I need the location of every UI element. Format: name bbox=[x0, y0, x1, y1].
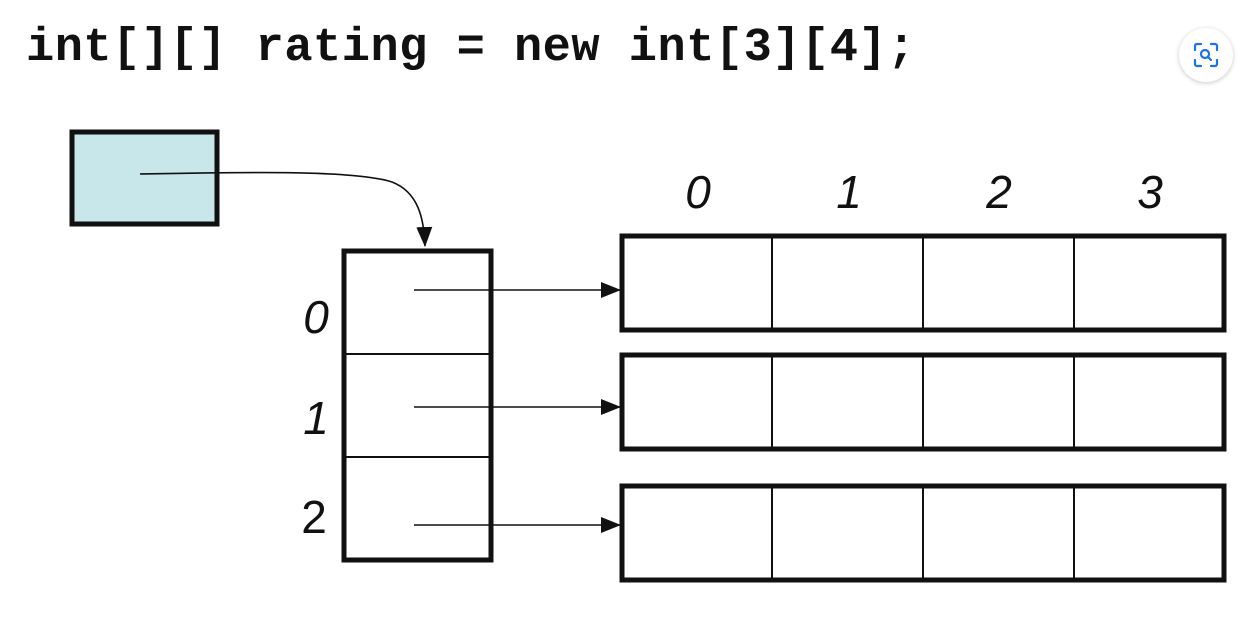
reference-variable-box bbox=[69, 129, 220, 227]
row-array bbox=[619, 233, 1227, 333]
row-array bbox=[619, 352, 1227, 452]
column-index-label: 2 bbox=[985, 166, 1012, 218]
column-index-label: 1 bbox=[836, 166, 862, 218]
row-reference-array-outline bbox=[341, 248, 494, 563]
row-array bbox=[619, 483, 1227, 583]
row-index-label: 2 bbox=[301, 491, 327, 543]
row-index-label: 0 bbox=[303, 291, 329, 343]
column-index-label: 3 bbox=[1137, 166, 1163, 218]
code-statement: int[][] rating = new int[3][4]; bbox=[26, 22, 916, 75]
visual-search-button[interactable] bbox=[1179, 28, 1233, 82]
row-reference-array bbox=[341, 248, 494, 563]
visual-search-icon bbox=[1193, 42, 1219, 68]
reference-arrow bbox=[139, 171, 433, 247]
column-index-label: 0 bbox=[685, 166, 711, 218]
row-index-label: 1 bbox=[303, 392, 329, 444]
